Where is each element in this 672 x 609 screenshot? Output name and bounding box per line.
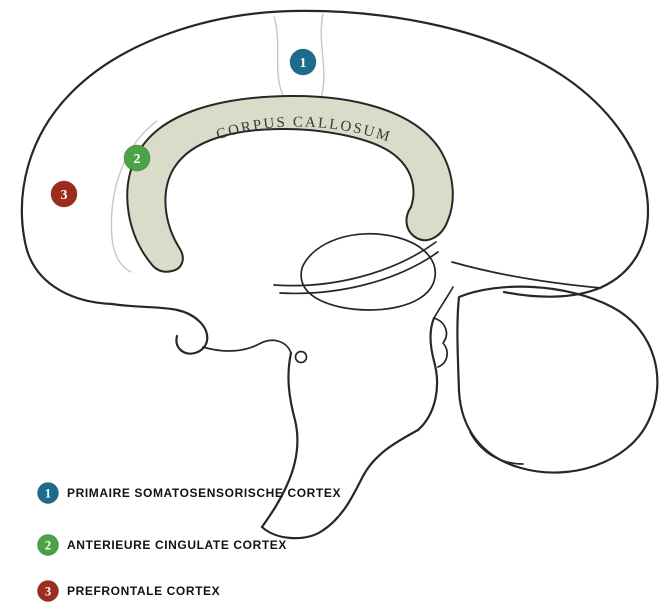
marker-3-circle (50, 180, 78, 208)
tentorium-line (451, 261, 602, 289)
legend-number-1: 1 (45, 486, 51, 500)
marker-2-circle (123, 144, 151, 172)
legend-item-2: 2 ANTERIEURE CINGULATE CORTEX (37, 534, 287, 556)
legend-marker-1 (37, 482, 59, 504)
midbrain-top-line (433, 286, 454, 319)
marker-1-circle (289, 48, 317, 76)
frontal-lobe-inferior-edge (110, 302, 209, 355)
marker-2: 2 (123, 144, 151, 172)
central-sulcus-line-right (320, 13, 325, 99)
thalamus-outline (300, 233, 436, 311)
legend-label-1: PRIMAIRE SOMATOSENSORISCHE CORTEX (67, 486, 341, 500)
pons-back-line (416, 316, 439, 432)
legend-label-2: ANTERIEURE CINGULATE CORTEX (67, 538, 287, 552)
legend-number-2: 2 (45, 538, 51, 552)
legend-marker-3 (37, 580, 59, 602)
legend: 1 PRIMAIRE SOMATOSENSORISCHE CORTEX 2 AN… (37, 482, 341, 602)
fornix-line-upper (273, 241, 437, 287)
central-sulcus-line-left (273, 16, 286, 101)
medulla-back-line (260, 428, 420, 540)
marker-3: 3 (50, 180, 78, 208)
legend-number-3: 3 (45, 584, 51, 598)
marker-3-number: 3 (61, 188, 68, 203)
optic-chiasm-line (202, 339, 292, 354)
legend-item-1: 1 PRIMAIRE SOMATOSENSORISCHE CORTEX (37, 482, 341, 504)
legend-marker-2 (37, 534, 59, 556)
legend-item-3: 3 PREFRONTALE CORTEX (37, 580, 220, 602)
marker-2-number: 2 (134, 152, 141, 167)
mammillary-body-outline (294, 350, 308, 364)
corpus-callosum-shape (126, 94, 454, 273)
cingulate-sulcus-line (110, 120, 158, 273)
brain-outline (20, 9, 650, 306)
cerebellum-outline (456, 285, 659, 474)
marker-1-number: 1 (300, 56, 307, 71)
brainstem-front-line (260, 351, 299, 529)
colliculi-line (433, 317, 448, 368)
legend-label-3: PREFRONTALE CORTEX (67, 584, 220, 598)
cerebellum-tonsil-line (469, 431, 524, 465)
marker-1: 1 (289, 48, 317, 76)
fornix-line-lower (279, 251, 439, 295)
